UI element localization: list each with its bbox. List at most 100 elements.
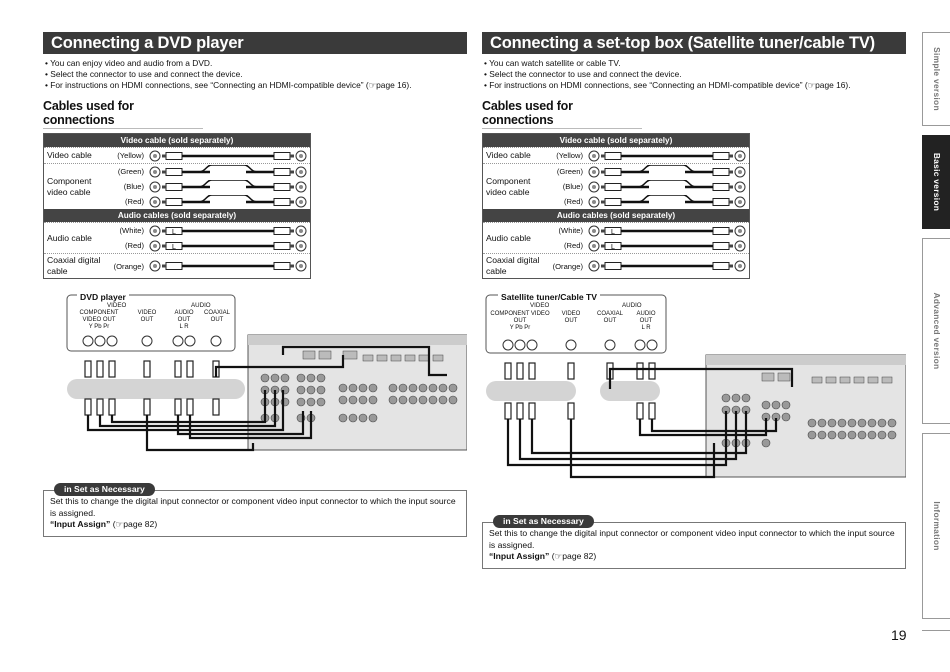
connector-name: COMPONENT VIDEO OUT: [79, 310, 119, 323]
coaxial-cable-row: Coaxial digital cable (Orange): [44, 253, 310, 278]
tab-simple-version[interactable]: Simple version: [922, 32, 950, 126]
coaxial-cable-label: Coaxial digital cable: [47, 255, 101, 276]
intro-list: You can watch satellite or cable TV. Sel…: [482, 58, 906, 91]
audio-group-label: AUDIO: [620, 302, 644, 309]
rca-cable-icon: [149, 179, 307, 192]
rca-cable-icon: L: [149, 240, 307, 251]
rca-cable-icon: [588, 150, 746, 161]
color-label: (Green): [556, 167, 583, 176]
audio-cable-row: Audio cable (White)L (Red)L: [44, 222, 310, 253]
connector-sub: L R: [641, 325, 651, 331]
audio-cable-header: Audio cables (sold separately): [44, 209, 310, 222]
bullet: Select the connector to use and connect …: [484, 69, 906, 80]
svg-text:L: L: [172, 229, 176, 236]
connection-diagram: Satellite tuner/Cable TV VIDEO AUDIO COM…: [482, 292, 907, 479]
connector-label: VIDEO OUT: [561, 311, 581, 324]
video-group-label: VIDEO: [528, 302, 552, 309]
version-tabs: Simple version Basic version Advanced ve…: [922, 32, 950, 628]
bullet: You can enjoy video and audio from a DVD…: [45, 58, 467, 69]
color-label: (Yellow): [117, 151, 144, 160]
color-label: (White): [558, 226, 583, 235]
connector-label: VIDEO OUT: [137, 310, 157, 323]
component-cable-label: Component video cable: [486, 175, 531, 197]
connector-sub: L R: [179, 324, 189, 330]
ref-title: “Input Assign”: [50, 519, 111, 529]
connector-label: AUDIO OUT L R: [169, 310, 199, 331]
page-number: 19: [891, 627, 907, 643]
set-as-necessary-box: in Set as Necessary Set this to change t…: [43, 483, 467, 537]
connector-name: AUDIO OUT: [636, 311, 656, 324]
tab-label: Information: [931, 501, 942, 551]
necessary-tag: in Set as Necessary: [54, 483, 155, 496]
color-label: (Red): [564, 241, 583, 250]
tab-basic-version[interactable]: Basic version: [922, 135, 950, 229]
device-label: Satellite tuner/Cable TV: [498, 292, 600, 302]
rca-cable-icon: [149, 194, 307, 207]
intro-list: You can enjoy video and audio from a DVD…: [43, 58, 467, 91]
necessary-text: Set this to change the digital input con…: [489, 528, 895, 550]
rca-cable-icon: [588, 164, 746, 177]
audio-cable-label: Audio cable: [486, 232, 531, 243]
connector-label: COAXIAL OUT: [596, 311, 623, 324]
tab-label: Simple version: [931, 47, 942, 111]
video-cable-row: Video cable (Yellow): [44, 147, 310, 163]
tab-information[interactable]: Information: [922, 433, 950, 619]
color-label: (Yellow): [556, 151, 583, 160]
ref-title: “Input Assign”: [489, 551, 550, 561]
rca-cable-icon: [149, 164, 307, 177]
footer-rule: [922, 630, 950, 631]
bullet: You can watch satellite or cable TV.: [484, 58, 906, 69]
necessary-ref: “Input Assign” (☞page 82): [489, 551, 899, 563]
dvd-section: Connecting a DVD player You can enjoy vi…: [43, 32, 468, 537]
video-cable-row: Video cable (Yellow): [483, 147, 749, 163]
color-label: (Orange): [113, 261, 144, 271]
dvd-connection-diagram: [66, 294, 468, 452]
rca-cable-icon: [149, 150, 307, 161]
audio-cable-label: Audio cable: [47, 232, 92, 243]
tab-label: Advanced version: [931, 292, 942, 370]
set-as-necessary-box: in Set as Necessary Set this to change t…: [482, 515, 906, 569]
video-cable-label: Video cable: [486, 150, 531, 160]
color-label: (Red): [564, 197, 583, 206]
audio-cable-header: Audio cables (sold separately): [483, 209, 749, 222]
necessary-text: Set this to change the digital input con…: [50, 496, 456, 518]
video-group-label: VIDEO: [105, 302, 129, 309]
cables-heading: Cables used for connections: [482, 99, 642, 129]
audio-group-label: AUDIO: [189, 302, 213, 309]
cable-table: Video cable (sold separately) Video cabl…: [43, 133, 311, 279]
bullet: Select the connector to use and connect …: [45, 69, 467, 80]
bullet: For instructions on HDMI connections, se…: [484, 80, 906, 91]
bullet: For instructions on HDMI connections, se…: [45, 80, 467, 91]
svg-text:L: L: [611, 229, 615, 236]
color-label: (Blue): [123, 182, 144, 191]
rca-cable-icon: L: [588, 240, 746, 251]
device-label: DVD player: [77, 292, 129, 302]
svg-text:L: L: [611, 244, 615, 251]
video-cable-header: Video cable (sold separately): [483, 134, 749, 147]
video-cable-header: Video cable (sold separately): [44, 134, 310, 147]
cables-heading: Cables used for connections: [43, 99, 203, 129]
tab-advanced-version[interactable]: Advanced version: [922, 238, 950, 424]
color-label: (Orange): [552, 261, 583, 271]
connector-label: AUDIO OUT L R: [630, 311, 662, 332]
component-cable-label: Component video cable: [47, 175, 92, 197]
audio-cable-row: Audio cable (White) L (Red) L: [483, 222, 749, 253]
connector-sub: Y Pb Pr: [88, 324, 110, 330]
coaxial-cable-row: Coaxial digital cable (Orange): [483, 253, 749, 278]
video-cable-label: Video cable: [47, 150, 92, 160]
necessary-tag: in Set as Necessary: [493, 515, 594, 528]
necessary-ref: “Input Assign” (☞page 82): [50, 519, 460, 531]
coaxial-cable-icon: [149, 260, 307, 272]
rca-cable-icon: [588, 179, 746, 192]
rca-cable-icon: L: [149, 225, 307, 236]
tab-label: Basic version: [931, 152, 942, 212]
connector-name: COMPONENT VIDEO OUT: [490, 311, 550, 324]
connector-label: COMPONENT VIDEO OUT Y Pb Pr: [490, 311, 550, 332]
connection-diagram: DVD player VIDEO AUDIO COMPONENT VIDEO O…: [43, 292, 468, 458]
rca-cable-icon: [588, 194, 746, 207]
section-title: Connecting a set-top box (Satellite tune…: [482, 32, 906, 54]
connector-sub: Y Pb Pr: [509, 325, 531, 331]
settop-connection-diagram: [485, 294, 907, 479]
ref-page: (☞page 82): [110, 519, 158, 529]
connector-label: COAXIAL OUT: [203, 310, 230, 323]
